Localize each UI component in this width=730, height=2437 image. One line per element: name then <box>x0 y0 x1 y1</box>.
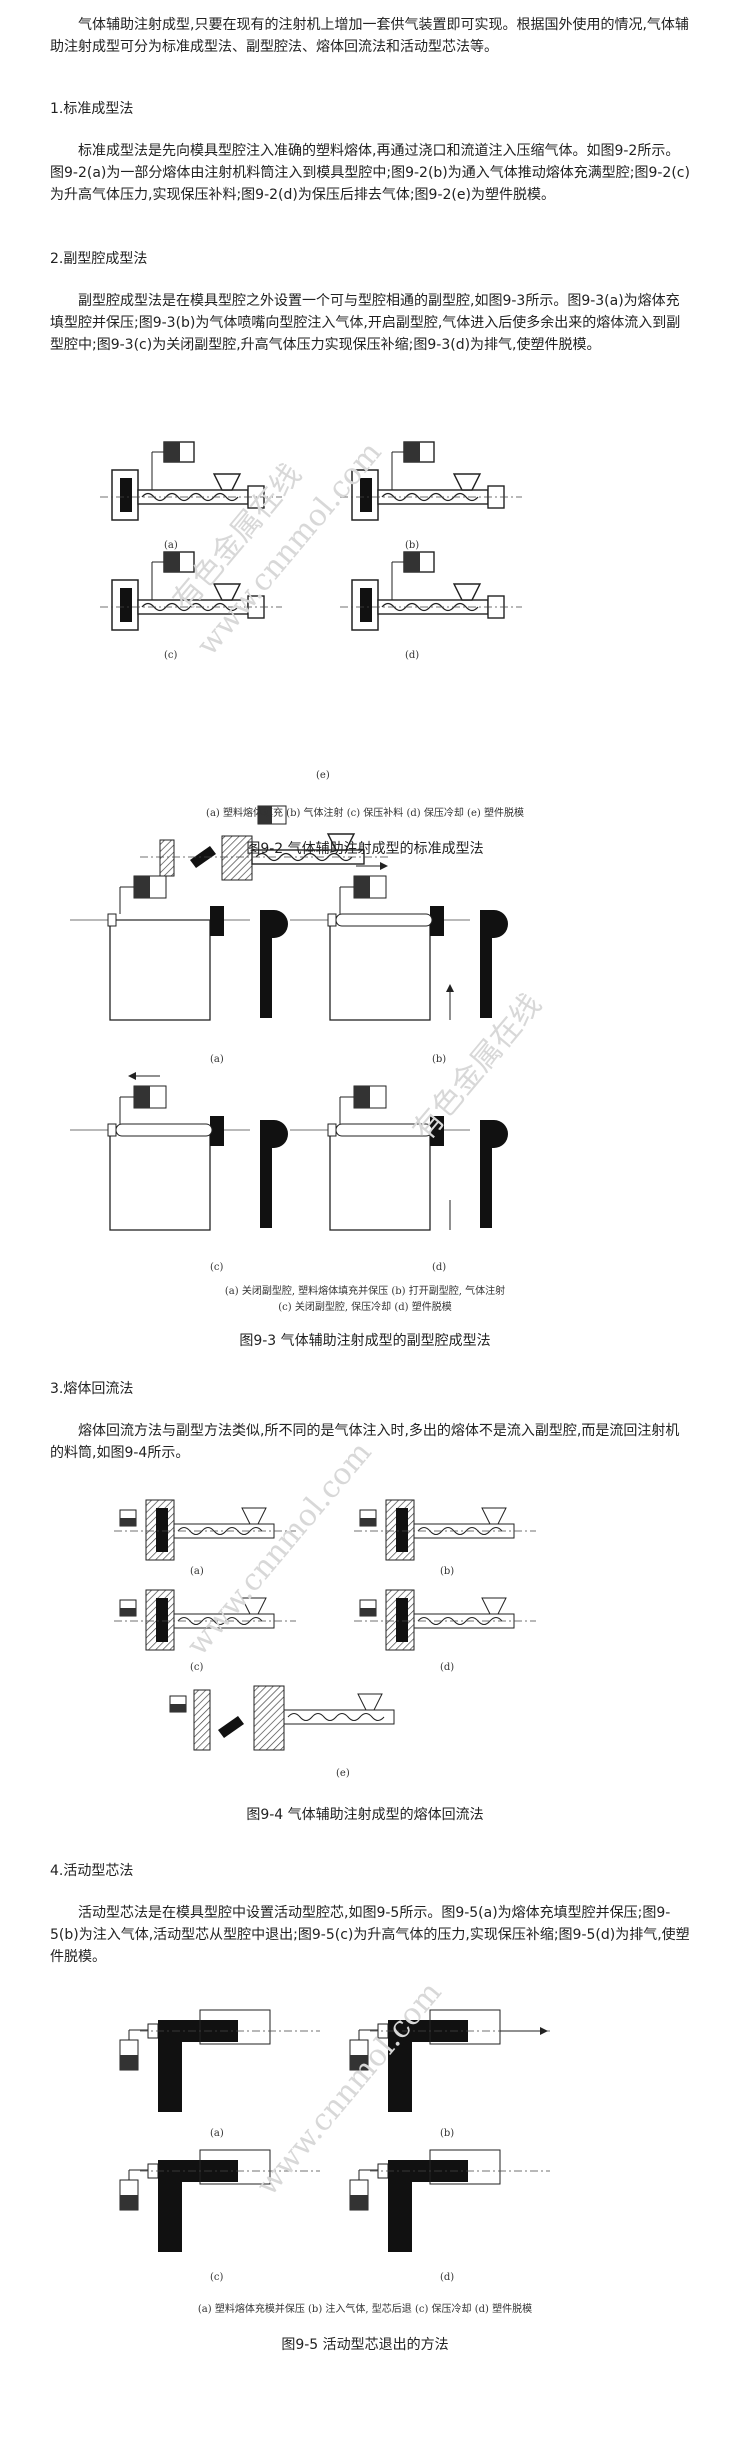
fig2-subcaption: (a) 塑料熔体填充 (b) 气体注射 (c) 保压补料 (d) 保压冷却 (e… <box>206 808 524 819</box>
fig4-label-b: (b) <box>440 1566 455 1577</box>
figure-9-2-drawing <box>99 441 523 881</box>
section-2-paragraph: 副型腔成型法是在模具型腔之外设置一个可与型腔相通的副型腔,如图9-3所示。图9-… <box>50 293 681 353</box>
section-2-heading: 2.副型腔成型法 <box>50 251 148 267</box>
fig5-caption: 图9-5 活动型芯退出的方法 <box>281 2337 449 2353</box>
fig2-label-c: (c) <box>164 650 178 661</box>
fig4-label-e: (e) <box>336 1768 350 1779</box>
fig5-subcaption: (a) 塑料熔体充模并保压 (b) 注入气体, 型芯后退 (c) 保压冷却 (d… <box>197 2304 533 2315</box>
fig3-caption: 图9-3 气体辅助注射成型的副型腔成型法 <box>239 1333 491 1349</box>
fig3-subcaption-1: (a) 关闭副型腔, 塑料熔体填充并保压 (b) 打开副型腔, 气体注射 <box>224 1286 506 1297</box>
section-4-paragraph: 活动型芯法是在模具型腔中设置活动型腔芯,如图9-5所示。图9-5(a)为熔体充填… <box>50 1905 690 1965</box>
fig5-label-c: (c) <box>210 2272 224 2283</box>
fig4-caption: 图9-4 气体辅助注射成型的熔体回流法 <box>246 1807 484 1823</box>
section-3-paragraph: 熔体回流方法与副型方法类似,所不同的是气体注入时,多出的熔体不是流入副型腔,而是… <box>50 1423 680 1461</box>
fig2-label-e: (e) <box>316 770 330 781</box>
figure-9-5-drawing <box>119 2009 551 2253</box>
fig4-label-c: (c) <box>190 1662 204 1673</box>
fig4-label-a: (a) <box>190 1566 204 1577</box>
fig5-label-a: (a) <box>210 2128 224 2139</box>
intro-paragraph: 气体辅助注射成型,只要在现有的注射机上增加一套供气装置即可实现。根据国外使用的情… <box>50 17 689 55</box>
section-1-paragraph: 标准成型法是先向模具型腔注入准确的塑料熔体,再通过浇口和流道注入压缩气体。如图9… <box>50 143 690 203</box>
figure-9-4-drawing <box>113 1499 537 1751</box>
figure-9-3-drawing <box>69 862 509 1231</box>
fig4-label-d: (d) <box>440 1662 455 1673</box>
section-3-heading: 3.熔体回流法 <box>50 1381 134 1397</box>
fig5-label-d: (d) <box>440 2272 455 2283</box>
fig2-label-a: (a) <box>164 540 178 551</box>
fig3-label-b: (b) <box>432 1054 447 1065</box>
fig2-label-d: (d) <box>405 650 420 661</box>
section-1-heading: 1.标准成型法 <box>50 101 134 117</box>
fig2-label-b: (b) <box>405 540 420 551</box>
fig3-label-a: (a) <box>210 1054 224 1065</box>
section-4-heading: 4.活动型芯法 <box>50 1863 134 1879</box>
fig3-label-c: (c) <box>210 1262 224 1273</box>
fig5-label-b: (b) <box>440 2128 455 2139</box>
fig3-subcaption-2: (c) 关闭副型腔, 保压冷却 (d) 塑件脱模 <box>278 1302 452 1313</box>
fig2-caption: 图9-2 气体辅助注射成型的标准成型法 <box>246 841 484 857</box>
fig3-label-d: (d) <box>432 1262 447 1273</box>
